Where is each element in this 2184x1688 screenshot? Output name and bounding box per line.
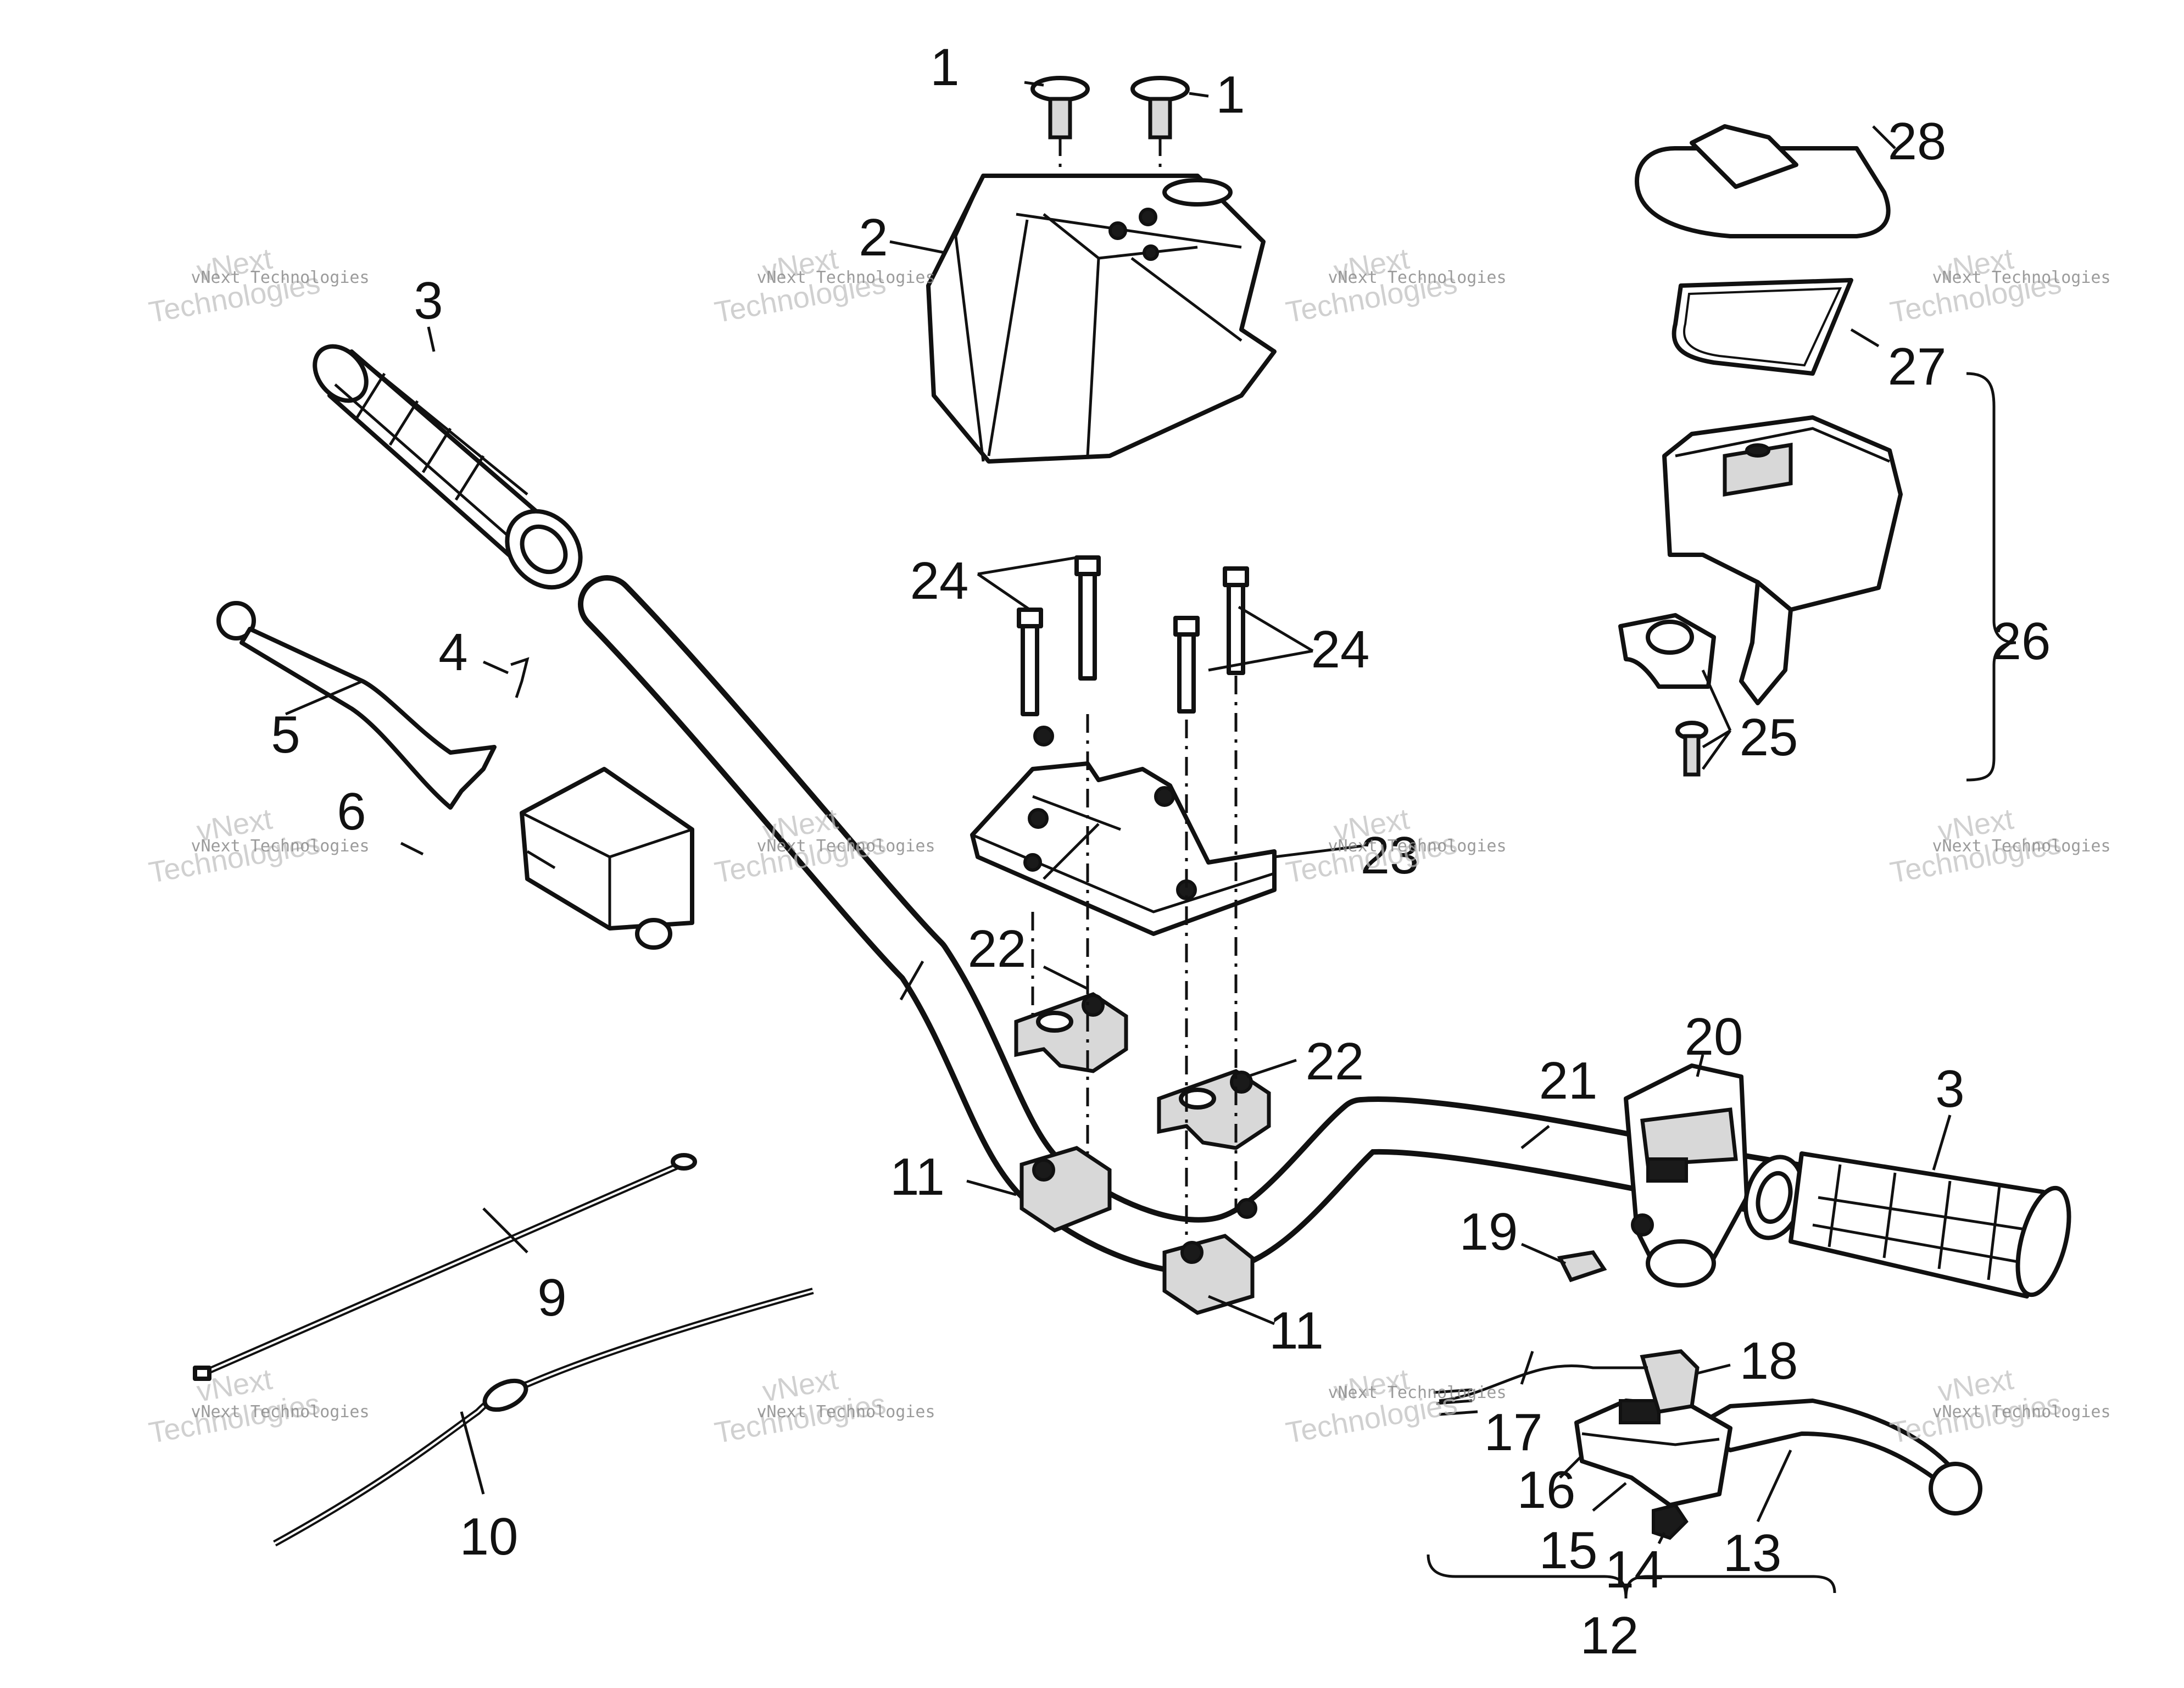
svg-text:vNext Technologies: vNext Technologies bbox=[191, 268, 369, 287]
watermark-mr2: vNext Technologies vNext Technologies bbox=[1887, 803, 2110, 889]
bolt-24-c bbox=[1173, 616, 1200, 714]
callout-10: 10 bbox=[460, 1507, 519, 1566]
bracket-23 bbox=[970, 726, 1277, 936]
callout-2: 2 bbox=[859, 208, 888, 267]
callout-3-right: 3 bbox=[1935, 1060, 1964, 1118]
clamp-25 bbox=[1618, 613, 1716, 689]
callout-20: 20 bbox=[1685, 1007, 1743, 1066]
screw-left bbox=[1030, 76, 1090, 140]
clamp-lower-right bbox=[1162, 1198, 1257, 1315]
callout-labels: 1 1 2 3 3 4 5 6 9 10 11 11 12 13 14 15 1… bbox=[271, 38, 2051, 1665]
lever-left bbox=[216, 601, 497, 810]
svg-text:vNext Technologies: vNext Technologies bbox=[1328, 1383, 1506, 1402]
watermark-tc: vNext Technologies vNext Technologies bbox=[712, 242, 935, 329]
grip-right bbox=[1743, 1151, 2071, 1299]
watermark-tr1: vNext Technologies vNext Technologies bbox=[1283, 242, 1506, 329]
callout-23: 23 bbox=[1361, 826, 1419, 885]
switch-left bbox=[520, 767, 694, 950]
callout-16: 16 bbox=[1517, 1461, 1576, 1519]
callout-11-right: 11 bbox=[1269, 1301, 1324, 1360]
callout-4: 4 bbox=[438, 623, 467, 682]
svg-text:vNext Technologies: vNext Technologies bbox=[1932, 268, 2110, 287]
callout-6: 6 bbox=[337, 782, 366, 841]
handlebar-tube bbox=[578, 575, 1831, 1275]
watermark-br2: vNext Technologies vNext Technologies bbox=[1887, 1363, 2110, 1450]
callout-1-left: 1 bbox=[930, 38, 959, 97]
switch-18 bbox=[1640, 1349, 1700, 1414]
pin-part-6 bbox=[400, 842, 424, 856]
callout-27: 27 bbox=[1888, 337, 1947, 396]
svg-text:vNext Technologies: vNext Technologies bbox=[191, 837, 369, 856]
callout-18: 18 bbox=[1740, 1332, 1798, 1390]
cable-10 bbox=[273, 1288, 814, 1547]
screw-19 bbox=[1557, 1250, 1607, 1283]
callout-26: 26 bbox=[1992, 612, 2051, 671]
callout-3-left: 3 bbox=[414, 271, 443, 330]
callout-24-left: 24 bbox=[910, 551, 969, 610]
callout-15: 15 bbox=[1539, 1521, 1598, 1580]
watermark-ml: vNext Technologies vNext Technologies bbox=[146, 803, 369, 889]
reservoir-cap-28 bbox=[1635, 124, 1891, 238]
cable-9 bbox=[193, 1153, 697, 1381]
grip-left bbox=[313, 344, 583, 590]
callout-21: 21 bbox=[1539, 1051, 1598, 1110]
callout-22-right: 22 bbox=[1306, 1032, 1364, 1091]
svg-text:vNext Technologies: vNext Technologies bbox=[1932, 837, 2110, 856]
callout-19: 19 bbox=[1459, 1202, 1518, 1261]
callout-24-right: 24 bbox=[1311, 620, 1370, 679]
lever-holder-15-16 bbox=[1574, 1399, 1732, 1507]
svg-text:vNext Technologies: vNext Technologies bbox=[1328, 268, 1506, 287]
callout-22-left: 22 bbox=[968, 920, 1027, 978]
svg-text:vNext Technologies: vNext Technologies bbox=[756, 837, 935, 856]
screw-25 bbox=[1675, 721, 1708, 777]
callout-9: 9 bbox=[537, 1268, 566, 1327]
brake-lever-13 bbox=[1690, 1399, 1982, 1516]
clamp-upper-right bbox=[1157, 1069, 1271, 1150]
watermark-tl: vNext Technologies vNext Technologies bbox=[146, 242, 369, 329]
callout-1-right: 1 bbox=[1216, 65, 1245, 124]
switch-right-20 bbox=[1624, 1063, 1749, 1288]
bolt-24-b bbox=[1074, 555, 1101, 681]
master-cylinder-26 bbox=[1662, 415, 1903, 705]
callout-25: 25 bbox=[1740, 708, 1798, 767]
handlebar-cover bbox=[926, 174, 1277, 464]
watermark-bc: vNext Technologies vNext Technologies bbox=[712, 1363, 935, 1450]
bolt-24-d bbox=[1223, 566, 1249, 675]
gasket-27 bbox=[1672, 278, 1853, 376]
callout-12: 12 bbox=[1580, 1606, 1639, 1665]
watermark-bl: vNext Technologies vNext Technologies bbox=[146, 1363, 369, 1450]
callout-13: 13 bbox=[1723, 1524, 1782, 1583]
clip-part-4 bbox=[510, 657, 530, 698]
svg-text:vNext Technologies: vNext Technologies bbox=[1932, 1402, 2110, 1422]
clamp-lower-left bbox=[1019, 1146, 1112, 1233]
wire-17 bbox=[1433, 1364, 1648, 1416]
nut-14 bbox=[1652, 1503, 1689, 1540]
callout-28: 28 bbox=[1888, 112, 1947, 171]
callout-11-left: 11 bbox=[890, 1147, 945, 1206]
watermark-br1: vNext Technologies vNext Technologies bbox=[1283, 1363, 1506, 1450]
clamp-upper-left bbox=[1014, 992, 1128, 1073]
callout-17: 17 bbox=[1484, 1403, 1543, 1462]
watermark-tr2: vNext Technologies vNext Technologies bbox=[1887, 242, 2110, 329]
svg-text:vNext Technologies: vNext Technologies bbox=[756, 268, 935, 287]
callout-14: 14 bbox=[1605, 1540, 1664, 1599]
svg-text:vNext Technologies: vNext Technologies bbox=[1328, 837, 1506, 856]
callout-5: 5 bbox=[271, 705, 300, 764]
bolt-24-a bbox=[1017, 608, 1043, 716]
svg-text:vNext Technologies: vNext Technologies bbox=[191, 1402, 369, 1422]
svg-text:vNext Technologies: vNext Technologies bbox=[756, 1402, 935, 1422]
screw-right bbox=[1130, 76, 1190, 140]
